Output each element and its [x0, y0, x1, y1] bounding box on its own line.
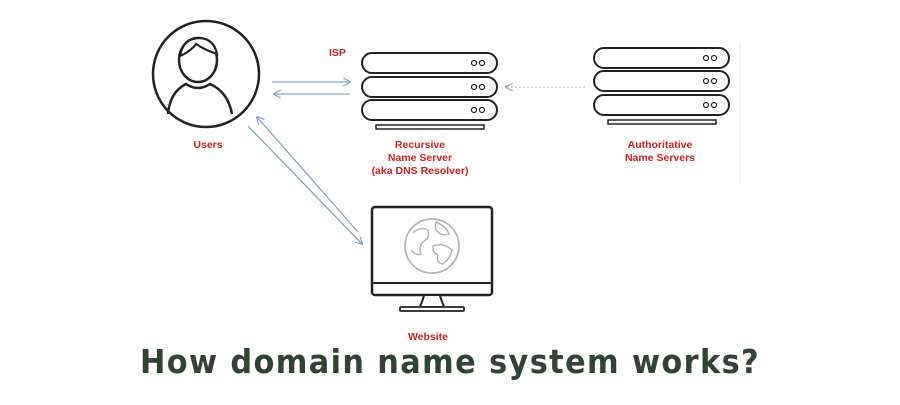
- arrow-users-to-website: [247, 125, 362, 244]
- authoritative-label-line: Name Servers: [624, 152, 696, 164]
- caption-title: How domain name system works?: [139, 342, 761, 381]
- users-label: Users: [193, 139, 223, 151]
- monitor-icon: [370, 205, 494, 312]
- recursive-server-stack: [361, 52, 498, 130]
- server-unit: [361, 52, 498, 74]
- recursive-name-server-label: Recursive Name Server (aka DNS Resolver): [360, 139, 480, 178]
- authoritative-server-stack: [593, 47, 730, 125]
- arrow-website-to-users: [257, 117, 359, 233]
- server-unit: [361, 76, 498, 98]
- server-unit: [593, 47, 730, 69]
- authoritative-label-line: Authoritative: [627, 139, 693, 151]
- server-unit: [361, 99, 498, 121]
- website-label: Website: [407, 331, 449, 343]
- recursive-label-line: (aka DNS Resolver): [371, 165, 469, 177]
- server-base: [607, 119, 717, 125]
- authoritative-name-servers-label: Authoritative Name Servers: [600, 139, 720, 165]
- recursive-label-line: Recursive: [394, 139, 446, 151]
- server-base: [375, 124, 485, 130]
- server-unit: [593, 94, 730, 116]
- user-icon: [151, 19, 261, 129]
- connectors: [247, 82, 585, 244]
- server-unit: [593, 70, 730, 92]
- globe-icon: [404, 218, 460, 274]
- isp-label: ISP: [329, 47, 346, 59]
- recursive-label-line: Name Server: [387, 152, 453, 164]
